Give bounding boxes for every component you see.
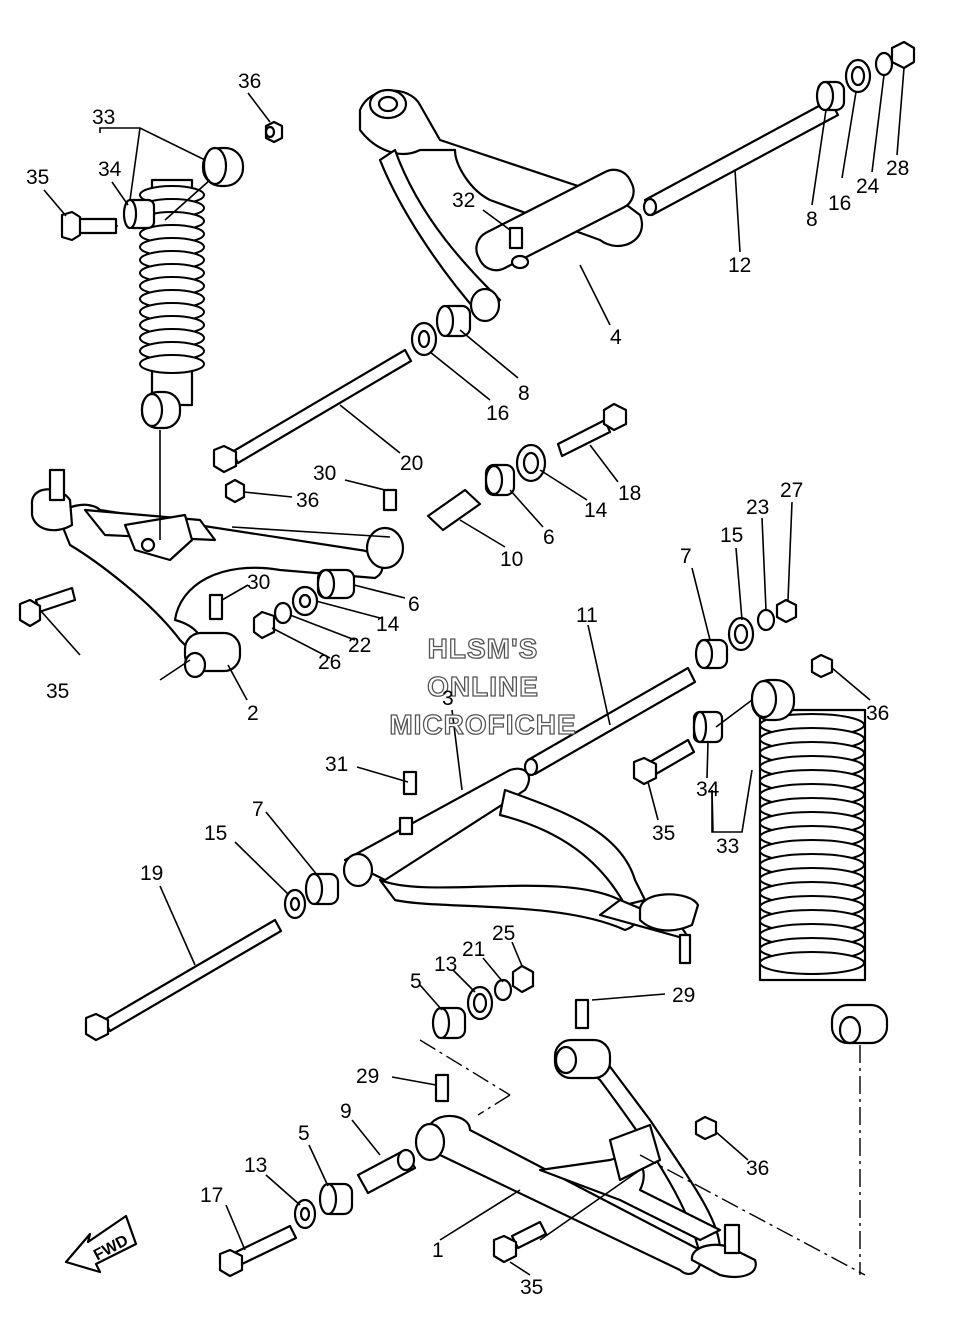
callout-4: 4 [610, 326, 622, 349]
callout-14: 14 [584, 499, 608, 522]
callout-35: 35 [46, 680, 69, 703]
left-arm-hardware [208, 402, 628, 640]
lower-arm-1 [414, 998, 757, 1278]
callout-35: 35 [652, 822, 675, 845]
callout-22: 22 [348, 634, 371, 657]
callout-2: 2 [247, 702, 259, 725]
callout-25: 25 [492, 922, 515, 945]
callout-27: 27 [780, 479, 803, 502]
callout-33: 33 [716, 835, 739, 858]
callout-24: 24 [856, 175, 880, 198]
callout-29: 29 [356, 1065, 379, 1088]
callout-16: 16 [828, 192, 851, 215]
callout-26: 26 [318, 651, 341, 674]
callout-13: 13 [244, 1154, 267, 1177]
callout-33: 33 [92, 106, 115, 129]
shock-absorber-upper [139, 146, 245, 430]
callout-30: 30 [247, 571, 270, 594]
callout-21: 21 [462, 938, 485, 961]
bushing-34-lower [692, 710, 724, 744]
callout-34: 34 [98, 158, 122, 181]
bolt-35-bottom [492, 1220, 548, 1264]
watermark-line-1: HLSM'S [428, 633, 539, 664]
callout-13: 13 [434, 953, 457, 976]
callout-7: 7 [252, 798, 264, 821]
callout-28: 28 [886, 157, 909, 180]
spring-coil [139, 354, 205, 374]
callout-11: 11 [576, 604, 598, 627]
callout-18: 18 [618, 482, 641, 505]
grease-nipple-32 [508, 226, 530, 270]
callout-8: 8 [518, 382, 530, 405]
assembly-lines [39, 179, 866, 1276]
callout-5: 5 [410, 970, 422, 993]
callout-19: 19 [140, 862, 163, 885]
bolt-35-left [18, 586, 77, 628]
callout-29: 29 [672, 984, 695, 1007]
lower-arm-hardware [293, 964, 718, 1230]
pipe-12 [642, 98, 840, 217]
bushing-34-upper [122, 198, 156, 230]
callout-16: 16 [486, 402, 509, 425]
callout-20: 20 [400, 452, 423, 475]
callout-36: 36 [746, 1157, 769, 1180]
callout-36: 36 [866, 702, 889, 725]
forward-arrow-icon: FWD [64, 1214, 138, 1274]
upper-arm-4 [358, 88, 643, 323]
callout-10: 10 [500, 548, 523, 571]
callout-34: 34 [696, 778, 720, 801]
callout-9: 9 [340, 1100, 352, 1123]
callout-6: 6 [408, 593, 420, 616]
nut-36-lower [810, 653, 834, 679]
pipe-11 [523, 666, 697, 777]
callout-36: 36 [238, 70, 261, 93]
bolt-17 [218, 1224, 298, 1278]
long-bolt-19 [84, 918, 283, 1042]
callout-14: 14 [376, 613, 400, 636]
upper-bushings-right [815, 40, 916, 112]
callout-3: 3 [442, 687, 454, 710]
callout-labels: 36 33 34 35 32 4 8 16 8 16 24 28 12 20 3… [26, 70, 909, 1299]
middle-hardware [283, 598, 798, 920]
spring-coil [759, 951, 865, 975]
shock-absorber-lower [750, 678, 889, 1045]
watermark-line-2: ONLINE [427, 671, 539, 702]
callout-23: 23 [746, 496, 769, 519]
callout-7: 7 [680, 545, 692, 568]
upper-bushings-left [410, 304, 472, 357]
bolt-35-upper [60, 210, 118, 242]
callout-15: 15 [204, 822, 227, 845]
callout-17: 17 [200, 1184, 223, 1207]
callout-30: 30 [313, 462, 336, 485]
leader-lines [43, 67, 905, 1276]
callout-36: 36 [296, 489, 319, 512]
upper-arm-3 [342, 767, 700, 965]
bolt-35-lower [632, 738, 696, 786]
callout-8: 8 [806, 208, 818, 231]
callout-6: 6 [543, 526, 555, 549]
watermark: HLSM'S ONLINE MICROFICHE [389, 632, 577, 740]
callout-1: 1 [432, 1239, 444, 1262]
lower-arm-2 [30, 468, 405, 679]
callout-15: 15 [720, 524, 743, 547]
watermark-line-3: MICROFICHE [389, 709, 576, 740]
long-bolt-20 [212, 348, 413, 474]
callout-35: 35 [520, 1276, 543, 1299]
callout-5: 5 [298, 1122, 310, 1145]
callout-12: 12 [728, 254, 751, 277]
callout-31: 31 [325, 753, 348, 776]
callout-35: 35 [26, 166, 49, 189]
callout-32: 32 [452, 189, 475, 212]
nut-36-upper [264, 120, 284, 144]
